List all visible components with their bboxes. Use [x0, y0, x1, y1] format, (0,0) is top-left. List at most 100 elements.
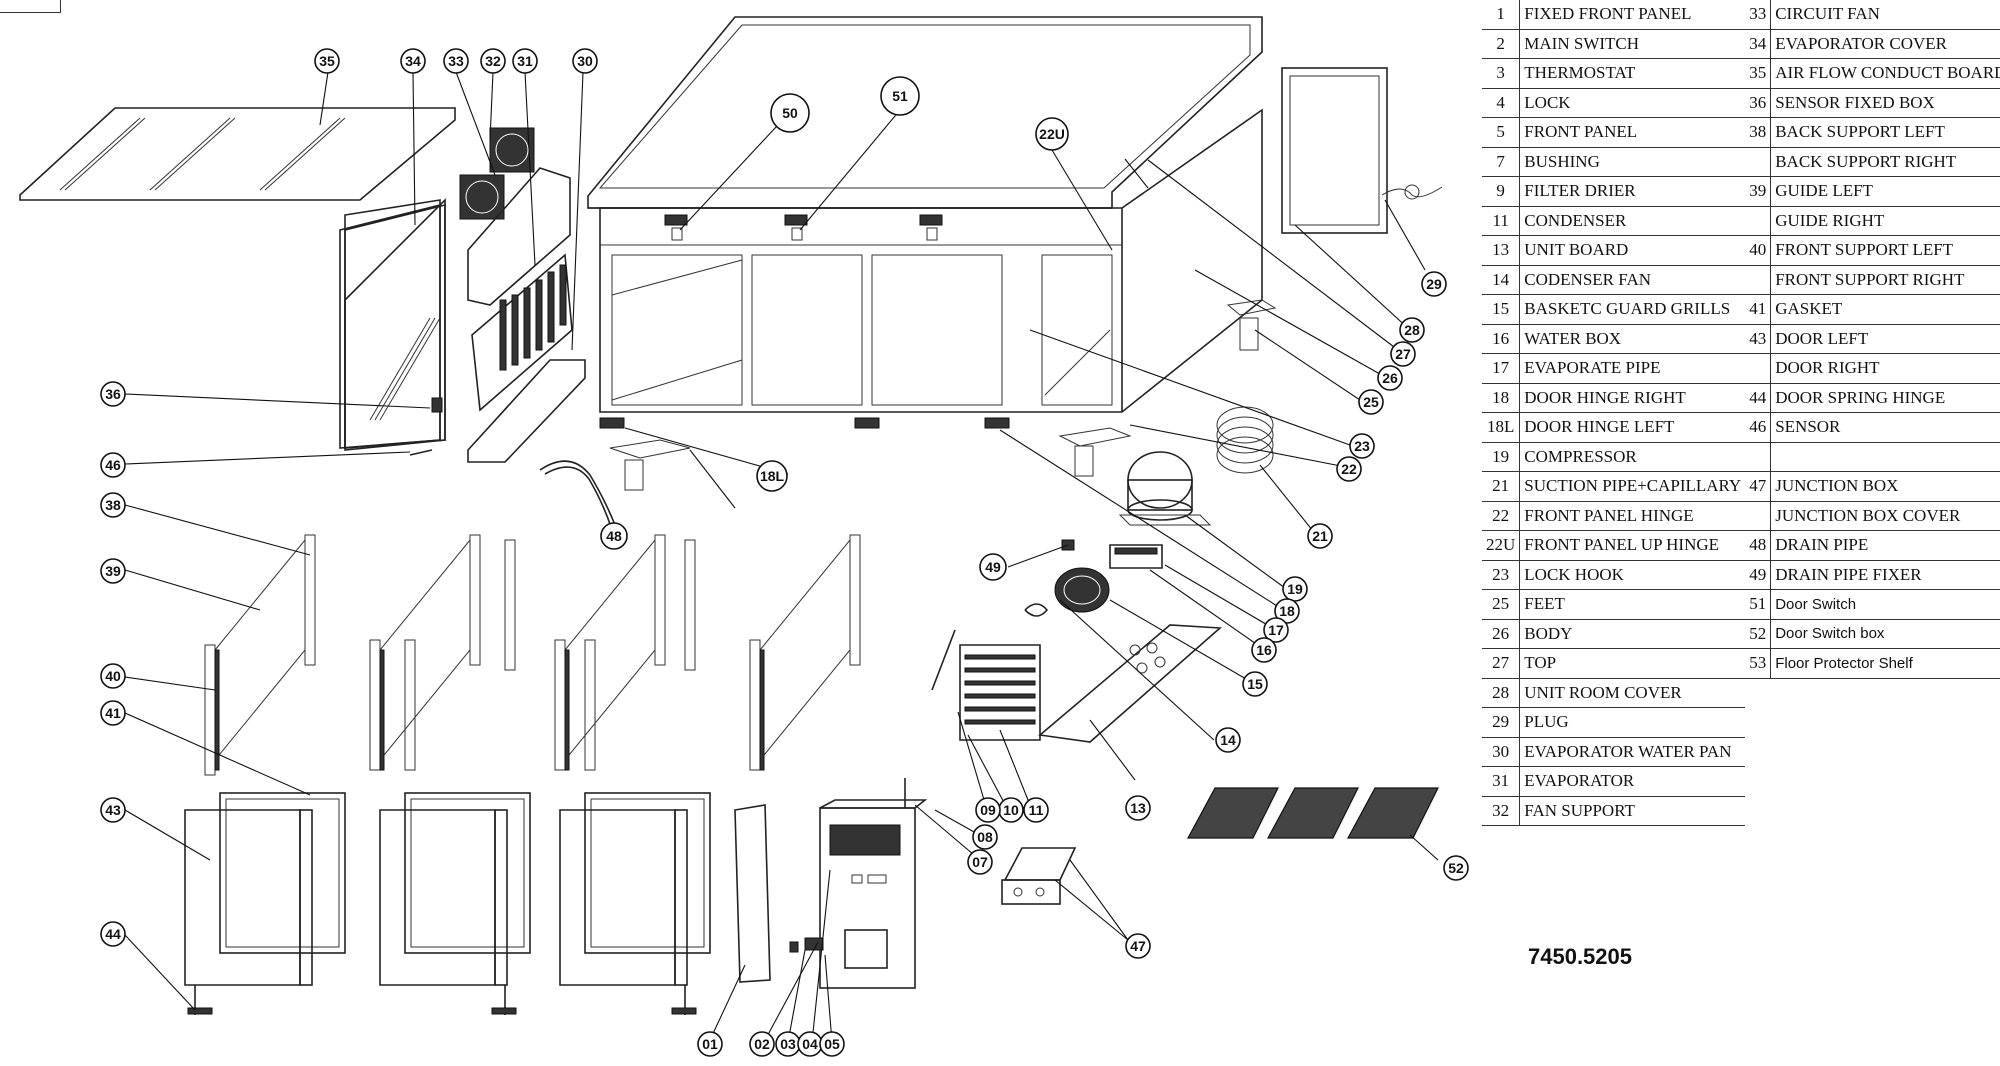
- part-name: EVAPORATE PIPE: [1519, 353, 1746, 384]
- callout-41: 41: [100, 700, 126, 726]
- svg-text:27: 27: [1395, 346, 1411, 362]
- svg-text:14: 14: [1220, 732, 1236, 748]
- callout-38: 38: [100, 492, 126, 518]
- part-name: DOOR HINGE LEFT: [1519, 412, 1746, 443]
- callout-29: 29: [1421, 271, 1447, 297]
- part-name-2: Door Switch box: [1770, 619, 2000, 649]
- part-name-2: BACK SUPPORT RIGHT: [1770, 147, 2000, 177]
- callout-01: 01: [697, 1031, 723, 1057]
- svg-text:08: 08: [977, 829, 993, 845]
- part-name-2: GASKET: [1770, 294, 2000, 325]
- evaporator-coil: [471, 253, 573, 412]
- part-name-2: EVAPORATOR COVER: [1770, 29, 2000, 59]
- part-number: 26: [1482, 619, 1521, 649]
- part-name: PLUG: [1519, 707, 1746, 738]
- part-name-2: JUNCTION BOX COVER: [1770, 501, 2000, 531]
- part-number: 30: [1482, 737, 1521, 767]
- part-number-2: 48: [1745, 530, 1771, 561]
- water-box: [1109, 544, 1163, 569]
- callout-51: 51: [880, 76, 920, 116]
- part-name-2: DOOR SPRING HINGE: [1770, 383, 2000, 413]
- callout-02: 02: [749, 1031, 775, 1057]
- part-name: CODENSER FAN: [1519, 265, 1746, 295]
- front-panel: [819, 778, 928, 989]
- evaporator-water-pan: [467, 359, 586, 463]
- part-number-2: 38: [1745, 117, 1771, 148]
- part-name: TOP: [1519, 648, 1746, 679]
- part-name: FAN SUPPORT: [1519, 796, 1746, 826]
- part-name-2: JUNCTION BOX: [1770, 471, 2000, 502]
- callout-52: 52: [1443, 855, 1469, 881]
- svg-text:26: 26: [1382, 370, 1398, 386]
- svg-text:02: 02: [754, 1036, 770, 1052]
- part-name-2: SENSOR FIXED BOX: [1770, 88, 2000, 118]
- svg-text:28: 28: [1404, 322, 1420, 338]
- callout-22: 22: [1336, 456, 1362, 482]
- svg-text:04: 04: [802, 1036, 818, 1052]
- part-number: 32: [1482, 796, 1521, 826]
- part-name-2: FRONT SUPPORT LEFT: [1770, 235, 2000, 266]
- callout-46: 46: [100, 452, 126, 478]
- callout-40: 40: [100, 663, 126, 689]
- part-name: UNIT BOARD: [1519, 235, 1746, 266]
- part-number: 28: [1482, 678, 1521, 708]
- callout-35: 35: [314, 48, 340, 74]
- svg-text:13: 13: [1130, 800, 1146, 816]
- callout-21: 21: [1307, 523, 1333, 549]
- callout-49: 49: [979, 553, 1007, 581]
- svg-text:43: 43: [105, 802, 121, 818]
- part-number-2: 41: [1745, 294, 1771, 325]
- callout-25: 25: [1358, 389, 1384, 415]
- callout-44: 44: [100, 921, 126, 947]
- callout-05: 05: [819, 1031, 845, 1057]
- svg-text:16: 16: [1256, 642, 1272, 658]
- callout-09: 09: [975, 797, 1001, 823]
- callout-28: 28: [1399, 317, 1425, 343]
- svg-text:32: 32: [485, 53, 501, 69]
- svg-text:38: 38: [105, 497, 121, 513]
- svg-text:34: 34: [405, 53, 421, 69]
- callout-48: 48: [600, 522, 628, 550]
- svg-text:52: 52: [1448, 860, 1464, 876]
- callout-39: 39: [100, 558, 126, 584]
- part-number: 22U: [1482, 530, 1521, 561]
- part-number: 1: [1482, 0, 1521, 30]
- part-number: 22: [1482, 501, 1521, 531]
- callout-14: 14: [1215, 727, 1241, 753]
- callout-34: 34: [400, 48, 426, 74]
- part-name: FIXED FRONT PANEL: [1519, 0, 1746, 30]
- sensor: [409, 397, 443, 456]
- svg-text:39: 39: [105, 563, 121, 579]
- part-number: 31: [1482, 766, 1521, 797]
- part-name-2: [1770, 442, 2000, 472]
- part-number: 15: [1482, 294, 1521, 325]
- part-name: BUSHING: [1519, 147, 1746, 177]
- part-name-2: FRONT SUPPORT RIGHT: [1770, 265, 2000, 295]
- svg-text:41: 41: [105, 705, 121, 721]
- part-number: 21: [1482, 471, 1521, 502]
- callout-03: 03: [775, 1031, 801, 1057]
- fixed-front-panel: [734, 804, 771, 983]
- svg-text:47: 47: [1130, 938, 1146, 954]
- part-name: FEET: [1519, 589, 1746, 620]
- part-number-2: 35: [1745, 58, 1771, 89]
- shelf-supports: [204, 534, 861, 776]
- part-name: BODY: [1519, 619, 1746, 649]
- callout-23: 23: [1349, 433, 1375, 459]
- callout-43: 43: [100, 797, 126, 823]
- part-name: BASKETC GUARD GRILLS: [1519, 294, 1746, 325]
- svg-text:49: 49: [985, 559, 1001, 575]
- svg-text:10: 10: [1003, 802, 1019, 818]
- thermostat: [804, 937, 824, 951]
- part-name-2: AIR FLOW CONDUCT BOARD: [1770, 58, 2000, 89]
- svg-text:17: 17: [1268, 622, 1284, 638]
- callout-18L: 18L: [756, 460, 788, 492]
